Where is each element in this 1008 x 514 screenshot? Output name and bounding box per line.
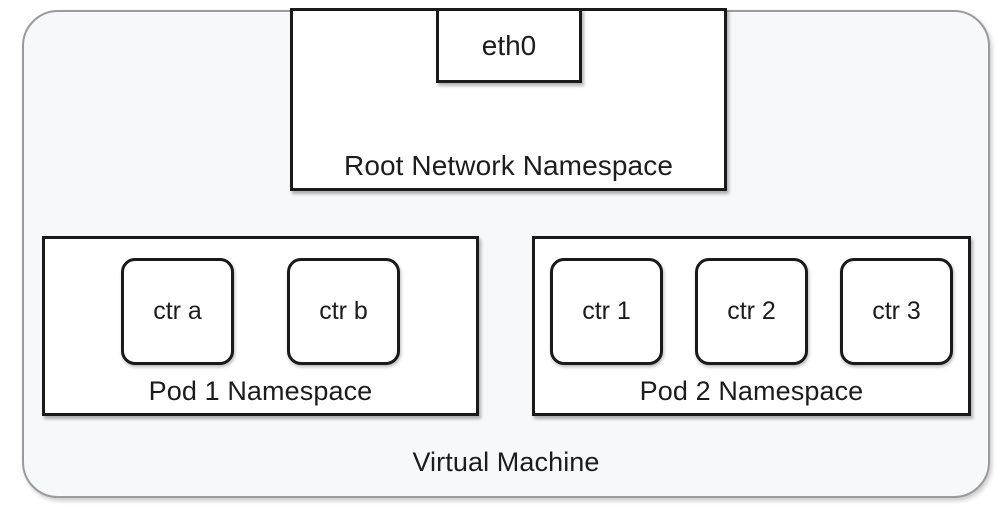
root-network-namespace-label: Root Network Namespace bbox=[344, 150, 673, 181]
pod-2-namespace-label: Pod 2 Namespace bbox=[639, 376, 864, 406]
container-box-ctr-1: ctr 1 bbox=[550, 257, 663, 365]
container-box-ctr-a: ctr a bbox=[121, 257, 234, 365]
eth0-label: eth0 bbox=[481, 29, 537, 61]
container-label-ctr-a: ctr a bbox=[153, 296, 202, 325]
pod-2-container-row: ctr 1 ctr 2 ctr 3 bbox=[535, 257, 968, 365]
pod-1-namespace-label: Pod 1 Namespace bbox=[148, 376, 373, 406]
container-box-ctr-2: ctr 2 bbox=[695, 257, 808, 365]
virtual-machine-label: Virtual Machine bbox=[412, 447, 600, 477]
container-box-ctr-b: ctr b bbox=[287, 257, 400, 365]
container-label-ctr-3: ctr 3 bbox=[872, 296, 921, 325]
container-label-ctr-1: ctr 1 bbox=[582, 296, 631, 325]
pod-1-container-row: ctr a ctr b bbox=[45, 257, 476, 365]
container-box-ctr-3: ctr 3 bbox=[840, 257, 953, 365]
pod-1-namespace-box: ctr a ctr b Pod 1 Namespace bbox=[42, 236, 479, 416]
root-network-namespace-box: eth0 Root Network Namespace bbox=[290, 8, 727, 191]
pod-2-namespace-box: ctr 1 ctr 2 ctr 3 Pod 2 Namespace bbox=[532, 236, 971, 416]
container-label-ctr-2: ctr 2 bbox=[727, 296, 776, 325]
eth0-interface-box: eth0 bbox=[436, 8, 582, 83]
container-label-ctr-b: ctr b bbox=[319, 296, 368, 325]
